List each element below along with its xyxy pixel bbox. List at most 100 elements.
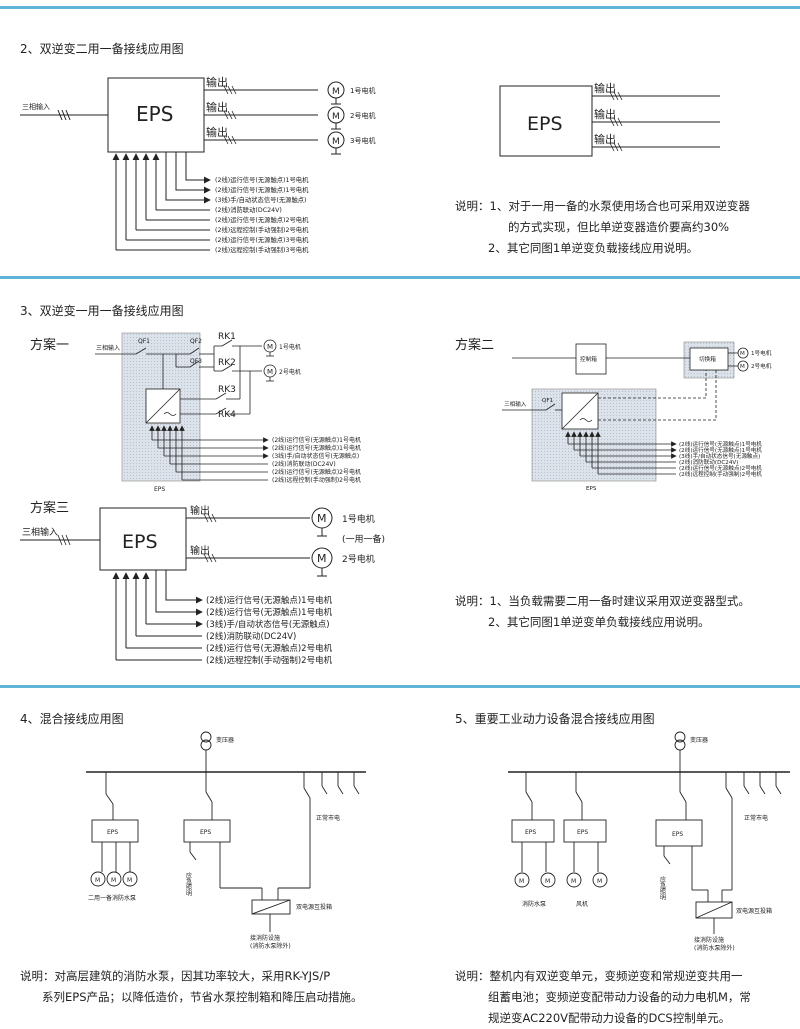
motor-symbol: M [740,351,745,357]
motor-icon [737,360,749,372]
signal-label: (2线)运行信号(无源触点)1号电机 [272,444,361,452]
signal-label: (2线)运行信号(无源触点)1号电机 [206,595,333,606]
relay-label: RK2 [218,358,236,368]
switch-box [689,347,729,371]
fan-label: 风机 [576,900,588,908]
signal-label: (2线)远程控制(手动强制)2号电机 [215,225,309,234]
section-divider-1 [0,276,800,279]
eps-caption: EPS [154,486,165,493]
motor-symbol: M [519,878,524,885]
relay-label: RK3 [218,385,236,395]
input-label: 三相输入 [22,102,50,111]
signal-label: (2线)运行信号(无源触点)2号电机 [206,643,333,654]
signal-label: (2线)远程控制(手动强制)2号电机 [206,655,333,666]
motor-symbol: M [332,137,340,147]
motor-label: 2号电机 [751,362,772,370]
motor-label: 2号电机 [350,111,375,120]
section-5-title: 5、重要工业动力设备混合接线应用图 [455,712,655,726]
plan-3-label: 方案三 [30,501,70,516]
motor-symbol: M [332,112,340,122]
motor-icon [592,872,608,888]
note-line: 说明：1、当负载需要二用一备时建议采用双逆变器型式。 [455,594,750,608]
output-label: 输出 [190,544,210,557]
transformer-icon [674,731,686,743]
plan-2-labels: 控制箱 切换箱 三相输入 QF1 1号电机 2号电机 (2线)运行信号(无源触点… [504,349,772,492]
eps-box [91,819,139,843]
eps-caption: EPS [586,486,597,492]
eps-label: EPS [525,829,536,836]
normal-power-label: 正常市电 [316,814,340,822]
signal-label: (2线)运行信号(无源触点)1号电机 [272,436,361,444]
motor-label: 2号电机 [279,368,301,376]
eps-box [563,819,607,843]
signal-label: (2线)运行信号(无源触点)1号电机 [679,446,762,454]
output-label: 输出 [594,107,616,121]
motor-icon [566,872,582,888]
motor-symbol: M [545,878,550,885]
motor-icon [122,871,138,887]
signal-label: (2线)消防联动(DC24V) [215,205,282,214]
section-2-right-diagram [499,85,720,157]
signal-label: (3线)手/自动状态信号(无源触点) [272,452,359,460]
signal-label: (2线)运行信号(无源触点)1号电机 [215,175,309,184]
eps-label: EPS [122,531,158,553]
signal-label: (2线)消防联动(DC24V) [206,631,296,642]
signal-label: (2线)运行信号(无源触点)2号电机 [679,464,762,472]
motor-icon [90,871,106,887]
dual-power-label: 双电源互投箱 [736,907,772,915]
signal-label: (3线)手/自动状态信号(无源触点) [215,195,307,204]
motor-label: 2号电机 [342,553,375,565]
note-line: 系列EPS产品；以降低造价，节省水泵控制箱和降压启动措施。 [42,990,363,1004]
section-3-note: 说明：1、当负载需要二用一备时建议采用双逆变器型式。 2、其它同图1单逆变单负载… [455,591,750,633]
eps-label: EPS [527,113,563,135]
note-line: 2、其它同图1单逆变负载接线应用说明。 [488,241,699,255]
signal-list: (2线)运行信号(无源触点)1号电机 (2线)运行信号(无源触点)1号电机 (3… [215,175,309,254]
motor-symbol: M [317,512,327,525]
fire-facility-label: 接消防设施(消防水泵除外) [250,934,291,950]
breaker-label: QF2 [190,338,202,345]
plan-2-diagram [502,343,749,475]
note-line: 组蓄电池；变频逆变配带动力设备的动力电机M，常 [488,990,751,1004]
motor-icon [514,872,530,888]
control-box [575,343,607,375]
normal-power-label: 正常市电 [744,814,768,822]
motor-label: 1号电机 [751,349,772,357]
pump-group-label: 二用一备消防水泵 [88,894,136,902]
transformer-icon [200,731,212,743]
signal-label: (3线)手/自动状态信号(无源触点) [679,452,760,460]
fire-facility-label: 接消防设施(消防水泵除外) [694,936,735,952]
motor-symbol: M [127,877,132,884]
signal-label: (2线)消防联动(DC24V) [679,458,738,466]
section-5-diagram [508,731,790,934]
signal-label: (2线)运行信号(无源触点)1号电机 [206,607,333,618]
motor-icon [737,347,749,359]
emergency-lighting-label: 应急照明 [659,875,666,901]
transformer-label: 变压器 [690,736,708,744]
breaker-label: QF3 [190,358,202,365]
note-line: 说明：对高层建筑的消防水泵，因其功率较大，采用RK-YJS/P [20,969,331,983]
eps-label: EPS [107,829,118,836]
signal-label: (2线)运行信号(无源触点)1号电机 [215,185,309,194]
motor-label: 3号电机 [350,136,375,145]
signal-label: (2线)运行信号(无源触点)1号电机 [679,440,762,448]
motor-label: 1号电机 [350,86,375,95]
eps-box [511,819,555,843]
plan-1-relay-labels: RK1 RK2 RK3 RK4 [218,332,236,420]
plan-2-label: 方案二 [455,338,495,353]
plan-3-signal-list: (2线)运行信号(无源触点)1号电机 (2线)运行信号(无源触点)1号电机 (3… [206,595,333,666]
section-4-diagram [86,731,366,932]
input-label: 三相输入 [504,400,527,408]
relay-label: RK1 [218,332,236,342]
signal-label: (3线)手/自动状态信号(无源触点) [206,619,330,630]
plan-1-label: 方案一 [30,338,70,353]
dual-power-box [251,899,291,915]
plan-1-diagram [95,339,277,481]
eps-label: EPS [200,829,211,836]
motor-symbol: M [571,878,576,885]
section-4-note: 说明：对高层建筑的消防水泵，因其功率较大，采用RK-YJS/P 系列EPS产品；… [20,966,363,1008]
eps-box [99,507,187,571]
note-line: 2、其它同图1单逆变单负载接线应用说明。 [488,615,710,629]
breaker-label: QF1 [542,398,554,404]
signal-label: (2线)远程控制(手动强制)2号电机 [679,470,762,478]
